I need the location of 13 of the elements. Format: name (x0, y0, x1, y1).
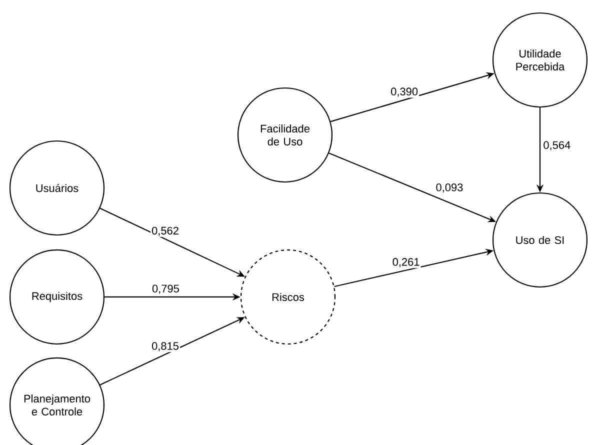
edge-label: 0,093 (436, 184, 463, 193)
edge-label: 0,390 (391, 88, 418, 97)
circle-node: Facilidade de Uso (237, 87, 333, 183)
edge-label: 0,795 (152, 284, 179, 294)
edge-label: 0,261 (392, 258, 420, 268)
circle-node: Riscos (240, 249, 336, 345)
circle-node: Utilidade Percebida (492, 12, 588, 108)
edge-label: 0,562 (152, 226, 178, 236)
circle-node: Usuários (9, 140, 105, 236)
edge-label: 0,564 (544, 141, 570, 150)
circle-node: Requisitos (9, 249, 105, 345)
edge-label: 0,815 (152, 342, 178, 352)
circle-node: Uso de SI (492, 192, 588, 288)
